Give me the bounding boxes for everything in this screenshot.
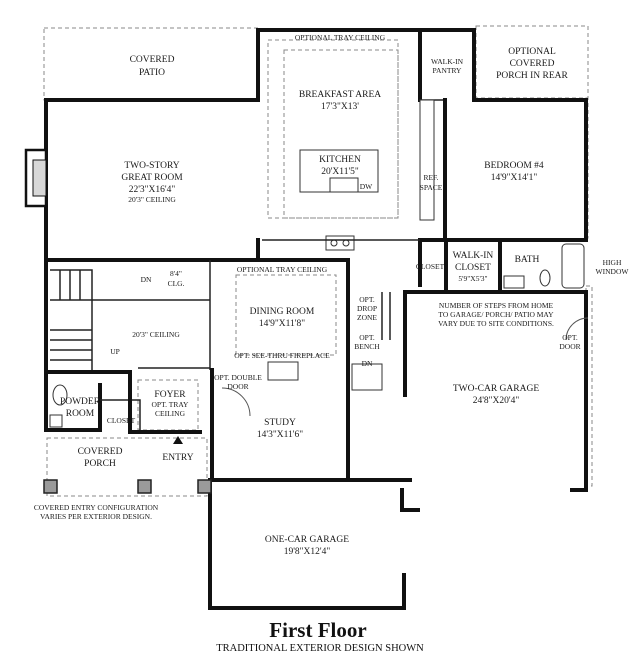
stairs <box>50 269 93 301</box>
double-door-label: OPT. DOUBLE <box>214 373 262 382</box>
svg-text:VARY DUE TO SITE CONDITIONS.: VARY DUE TO SITE CONDITIONS. <box>438 319 554 328</box>
svg-text:BENCH: BENCH <box>354 342 380 351</box>
svg-text:VARIES PER EXTERIOR DESIGN.: VARIES PER EXTERIOR DESIGN. <box>40 512 152 521</box>
stair-ceiling-label: 20'3" CEILING <box>132 330 180 339</box>
toilet <box>539 269 551 287</box>
entry-config-note: COVERED ENTRY CONFIGURATION <box>34 503 159 512</box>
steps-note: NUMBER OF STEPS FROM HOME <box>439 301 554 310</box>
svg-text:TO GARAGE/ PORCH/ PATIO MAY: TO GARAGE/ PORCH/ PATIO MAY <box>438 310 554 319</box>
foyer-label: FOYER <box>154 390 186 400</box>
svg-text:14'9"X14'1": 14'9"X14'1" <box>491 173 538 183</box>
porch-post <box>197 479 212 494</box>
powder-toilet <box>52 384 68 406</box>
bath-label: BATH <box>515 255 540 265</box>
svg-text:COVERED: COVERED <box>510 59 555 69</box>
svg-text:PANTRY: PANTRY <box>433 66 462 75</box>
bathtub <box>561 243 585 289</box>
two-car-garage-label: TWO-CAR GARAGE <box>453 384 539 394</box>
svg-text:14'9"X11'8": 14'9"X11'8" <box>259 319 305 329</box>
study-label: STUDY <box>264 418 296 428</box>
svg-text:DW: DW <box>360 182 373 191</box>
plan-subtitle: TRADITIONAL EXTERIOR DESIGN SHOWN <box>216 643 424 654</box>
dining-walls <box>208 258 350 392</box>
svg-text:PORCH: PORCH <box>84 459 116 469</box>
covered-porch-label: COVERED <box>78 447 123 457</box>
svg-text:GREAT ROOM: GREAT ROOM <box>121 173 183 183</box>
sink <box>329 177 359 193</box>
kitchen-label: KITCHEN <box>319 155 361 165</box>
stair-dn-label: DN <box>141 275 152 284</box>
svg-text:8'4": 8'4" <box>170 269 182 278</box>
high-window-label: HIGH <box>603 258 622 267</box>
breakfast-inner-outline <box>283 49 399 219</box>
covered-porch-outline <box>46 437 208 497</box>
walk-in-pantry-label: WALK-IN <box>431 57 464 66</box>
rear-wall <box>256 28 588 242</box>
svg-text:CLG.: CLG. <box>168 279 185 288</box>
optional-covered-porch-label: OPTIONAL <box>508 47 556 57</box>
one-car-garage-label: ONE-CAR GARAGE <box>265 535 349 545</box>
svg-text:24'8"X20'4": 24'8"X20'4" <box>473 396 520 406</box>
svg-text:OPT. TRAY: OPT. TRAY <box>152 400 190 409</box>
cooktop <box>325 235 355 251</box>
walk-in-closet-label: WALK-IN <box>453 251 494 261</box>
stair-up-label: UP <box>110 347 120 356</box>
drop-zone-label: OPT. <box>359 295 375 304</box>
svg-text:17'3"X13': 17'3"X13' <box>321 102 359 112</box>
ref-space-label: REF. <box>423 173 438 182</box>
svg-text:19'8"X12'4": 19'8"X12'4" <box>284 547 331 557</box>
svg-text:DOOR: DOOR <box>559 342 580 351</box>
labels: COVERED PATIO OPTIONAL TRAY CEILING BREA… <box>34 33 630 557</box>
dining-tray-outline <box>235 274 337 356</box>
plan-title: First Floor <box>269 618 366 642</box>
dining-room-label: DINING ROOM <box>250 307 315 317</box>
porch-post <box>137 479 152 494</box>
svg-text:PORCH IN REAR: PORCH IN REAR <box>496 71 568 81</box>
bench <box>351 363 383 391</box>
interior-details <box>49 99 589 444</box>
svg-text:5'9"X5'3": 5'9"X5'3" <box>458 274 487 283</box>
bench-label: OPT. <box>359 333 375 342</box>
svg-text:PATIO: PATIO <box>139 68 165 78</box>
garage-door-jamb <box>400 488 420 512</box>
svg-text:WINDOW: WINDOW <box>596 267 630 276</box>
svg-text:DROP: DROP <box>357 304 377 313</box>
closet-label: CLOSET <box>416 262 445 271</box>
porch-post <box>43 479 58 494</box>
breakfast-area-label: BREAKFAST AREA <box>299 90 381 100</box>
porch-posts <box>43 479 212 494</box>
powder-sink <box>49 414 63 428</box>
see-thru-fireplace <box>267 361 299 381</box>
svg-text:22'3"X16'4": 22'3"X16'4" <box>129 185 176 195</box>
svg-text:20'X11'5": 20'X11'5" <box>321 167 359 177</box>
opt-door-label: OPT. <box>562 333 578 342</box>
svg-text:ZONE: ZONE <box>357 313 377 322</box>
closet-foyer-label: CLOSET <box>107 416 136 425</box>
svg-text:20'3" CEILING: 20'3" CEILING <box>128 195 176 204</box>
entry-arrow-icon <box>173 436 183 444</box>
svg-text:14'3"X11'6": 14'3"X11'6" <box>257 430 303 440</box>
breakfast-tray-label: OPTIONAL TRAY CEILING <box>295 33 386 42</box>
counter <box>419 99 435 221</box>
vanity <box>503 275 525 289</box>
svg-text:DOOR: DOOR <box>227 382 248 391</box>
powder-room-label: POWDER <box>60 397 101 407</box>
covered-patio-label: COVERED <box>130 55 175 65</box>
walls <box>24 28 588 610</box>
great-room-label: TWO-STORY <box>124 161 179 171</box>
see-thru-fireplace-label: OPT. SEE-THRU FIREPLACE <box>234 351 330 360</box>
svg-text:DN: DN <box>362 359 373 368</box>
entry-label: ENTRY <box>162 453 193 463</box>
svg-text:CEILING: CEILING <box>155 409 186 418</box>
svg-text:SPACE: SPACE <box>420 183 443 192</box>
one-car-garage-walls <box>208 478 406 610</box>
svg-text:ROOM: ROOM <box>66 409 95 419</box>
bedroom-4-label: BEDROOM #4 <box>484 161 544 171</box>
dining-tray-label: OPTIONAL TRAY CEILING <box>237 265 328 274</box>
svg-text:CLOSET: CLOSET <box>455 263 491 273</box>
